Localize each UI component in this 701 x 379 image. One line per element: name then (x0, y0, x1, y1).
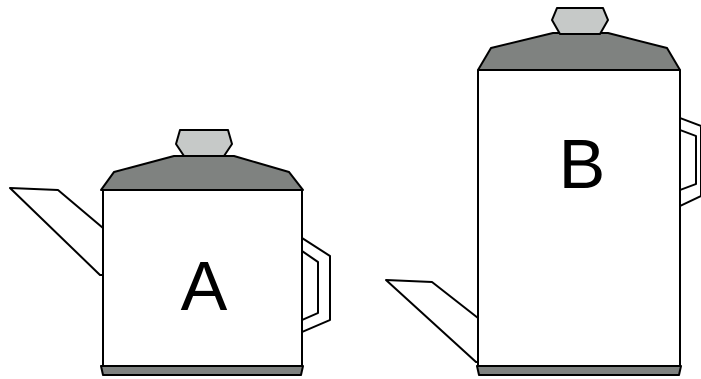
teapot-a-handle (302, 238, 330, 332)
teapot-a-knob (176, 130, 232, 156)
teapot-b-label: B (559, 125, 606, 203)
teapot-b-spout (386, 280, 478, 362)
teapot-b-base (477, 366, 681, 375)
teapot-b-handle (680, 118, 701, 206)
teapot-a-lid (101, 156, 303, 190)
teapot-b-lid (478, 33, 680, 70)
teapot-a-base (101, 366, 303, 375)
teapot-b: B (386, 8, 701, 375)
teapot-b-knob (552, 8, 608, 34)
teapot-b-body (478, 70, 680, 366)
teapot-a: A (10, 130, 330, 375)
teapot-a-spout (10, 188, 103, 275)
teapot-a-label: A (181, 247, 228, 325)
